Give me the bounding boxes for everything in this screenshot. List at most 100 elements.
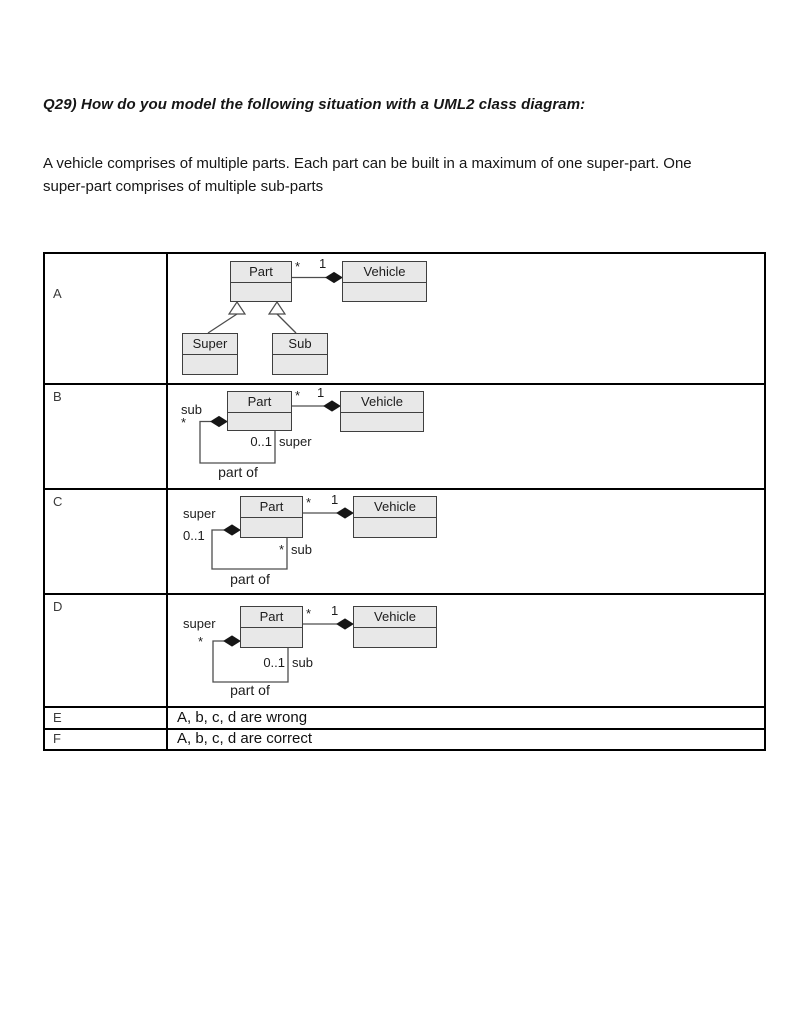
question-description: A vehicle comprises of multiple parts. E… xyxy=(43,152,692,198)
multiplicity-part-end: * xyxy=(306,495,312,510)
class-attribute-compartment xyxy=(228,413,291,430)
class-attribute-compartment xyxy=(354,628,436,647)
option-f-letter: F xyxy=(53,731,61,746)
option-e-text: A, b, c, d are wrong xyxy=(177,709,308,726)
option-b-label-cell: B xyxy=(45,385,168,488)
option-row-d[interactable]: D Part Vehicle * 1 sup xyxy=(45,595,764,708)
role-name-left: super xyxy=(183,506,216,521)
composition-diamond-icon xyxy=(223,635,241,647)
class-name: Sub xyxy=(273,334,327,355)
class-name: Part xyxy=(241,607,302,628)
multiplicity-vehicle-end: 1 xyxy=(331,603,339,618)
composition-diamond-icon xyxy=(223,524,241,536)
class-attribute-compartment xyxy=(341,413,423,431)
question-title: Q29) How do you model the following situ… xyxy=(43,96,586,113)
composition-diamond-icon xyxy=(336,507,354,519)
class-name: Super xyxy=(183,334,237,355)
vehicle-class-box: Vehicle xyxy=(340,391,424,432)
option-e-letter: E xyxy=(53,710,62,725)
class-name: Part xyxy=(231,262,291,283)
role-name-bottom: sub xyxy=(291,542,312,557)
association-name: part of xyxy=(218,464,258,480)
option-a-diagram-cell: Part Vehicle Super Sub * 1 xyxy=(168,254,764,383)
part-class-box: Part xyxy=(227,391,292,431)
reflexive-association-line xyxy=(199,420,276,464)
reflexive-association-line xyxy=(211,529,288,570)
multiplicity-left-end: * xyxy=(198,634,204,649)
vehicle-class-box: Vehicle xyxy=(353,606,437,648)
class-name: Vehicle xyxy=(354,497,436,518)
generalization-line xyxy=(207,313,238,334)
option-row-b[interactable]: B Part Vehicle * 1 sub xyxy=(45,385,764,490)
composition-diamond-icon xyxy=(323,400,341,412)
description-line-1: A vehicle comprises of multiple parts. E… xyxy=(43,155,692,172)
class-attribute-compartment xyxy=(273,355,327,374)
class-name: Part xyxy=(228,392,291,413)
multiplicity-part-end: * xyxy=(306,606,312,621)
generalization-arrow-icon xyxy=(227,300,247,315)
uml-connectors-d xyxy=(212,618,354,683)
class-attribute-compartment xyxy=(241,628,302,647)
class-attribute-compartment xyxy=(343,283,426,301)
class-attribute-compartment xyxy=(241,518,302,537)
option-c-letter: C xyxy=(53,494,63,509)
part-class-box: Part xyxy=(240,496,303,538)
multiplicity-vehicle-end: 1 xyxy=(319,256,327,271)
role-name-bottom: super xyxy=(279,434,312,449)
role-name-left: sub xyxy=(181,402,202,417)
vehicle-class-box: Vehicle xyxy=(353,496,437,538)
option-e-label-cell: E xyxy=(45,708,168,728)
uml-connectors-a xyxy=(207,271,343,334)
option-c-label-cell: C xyxy=(45,490,168,593)
class-attribute-compartment xyxy=(231,283,291,301)
multiplicity-bottom-end: * xyxy=(278,542,284,557)
option-row-f[interactable]: F A, b, c, d are correct xyxy=(45,730,764,749)
vehicle-class-box: Vehicle xyxy=(342,261,427,302)
option-f-text: A, b, c, d are correct xyxy=(177,730,313,747)
multiplicity-left-end: * xyxy=(181,415,187,430)
association-name: part of xyxy=(230,571,270,587)
class-name: Vehicle xyxy=(341,392,423,413)
multiplicity-part-end: * xyxy=(295,259,301,274)
multiplicity-part-end: * xyxy=(295,388,301,403)
option-row-e[interactable]: E A, b, c, d are wrong xyxy=(45,708,764,730)
composition-diamond-icon xyxy=(325,271,343,284)
composition-diamond-icon xyxy=(210,415,228,428)
multiplicity-vehicle-end: 1 xyxy=(331,492,339,507)
role-name-bottom: sub xyxy=(292,655,313,670)
option-d-letter: D xyxy=(53,599,63,614)
description-line-2: super-part comprises of multiple sub-par… xyxy=(43,178,324,195)
option-f-label-cell: F xyxy=(45,730,168,749)
option-row-a[interactable]: A Part Vehicle xyxy=(45,254,764,385)
part-class-box: Part xyxy=(240,606,303,648)
multiplicity-bottom-end: 0..1 xyxy=(250,434,272,449)
class-name: Part xyxy=(241,497,302,518)
option-a-label-cell: A xyxy=(45,254,168,383)
class-name: Vehicle xyxy=(354,607,436,628)
multiplicity-left-end: 0..1 xyxy=(183,528,205,543)
option-d-diagram-cell: Part Vehicle * 1 super * 0..1 sub part o… xyxy=(168,595,764,706)
answers-table: A Part Vehicle xyxy=(43,252,766,751)
multiplicity-bottom-end: 0..1 xyxy=(263,655,285,670)
option-e-text-cell: A, b, c, d are wrong xyxy=(168,708,764,728)
generalization-line xyxy=(276,313,297,334)
option-a-letter: A xyxy=(53,286,62,301)
super-class-box: Super xyxy=(182,333,238,375)
option-b-diagram-cell: Part Vehicle * 1 sub * 0..1 super part o… xyxy=(168,385,764,488)
role-name-left: super xyxy=(183,616,216,631)
uml-connectors-b xyxy=(199,400,341,464)
option-b-letter: B xyxy=(53,389,62,404)
generalization-arrow-icon xyxy=(267,300,287,315)
class-name: Vehicle xyxy=(343,262,426,283)
multiplicity-vehicle-end: 1 xyxy=(317,385,325,400)
sub-class-box: Sub xyxy=(272,333,328,375)
option-c-diagram-cell: Part Vehicle * 1 super 0..1 * sub part o… xyxy=(168,490,764,593)
option-d-label-cell: D xyxy=(45,595,168,706)
part-class-box: Part xyxy=(230,261,292,302)
uml-connectors-c xyxy=(211,507,354,570)
reflexive-association-line xyxy=(212,640,289,683)
option-row-c[interactable]: C Part Vehicle * 1 sup xyxy=(45,490,764,595)
class-attribute-compartment xyxy=(183,355,237,374)
option-f-text-cell: A, b, c, d are correct xyxy=(168,730,764,749)
composition-diamond-icon xyxy=(336,618,354,630)
